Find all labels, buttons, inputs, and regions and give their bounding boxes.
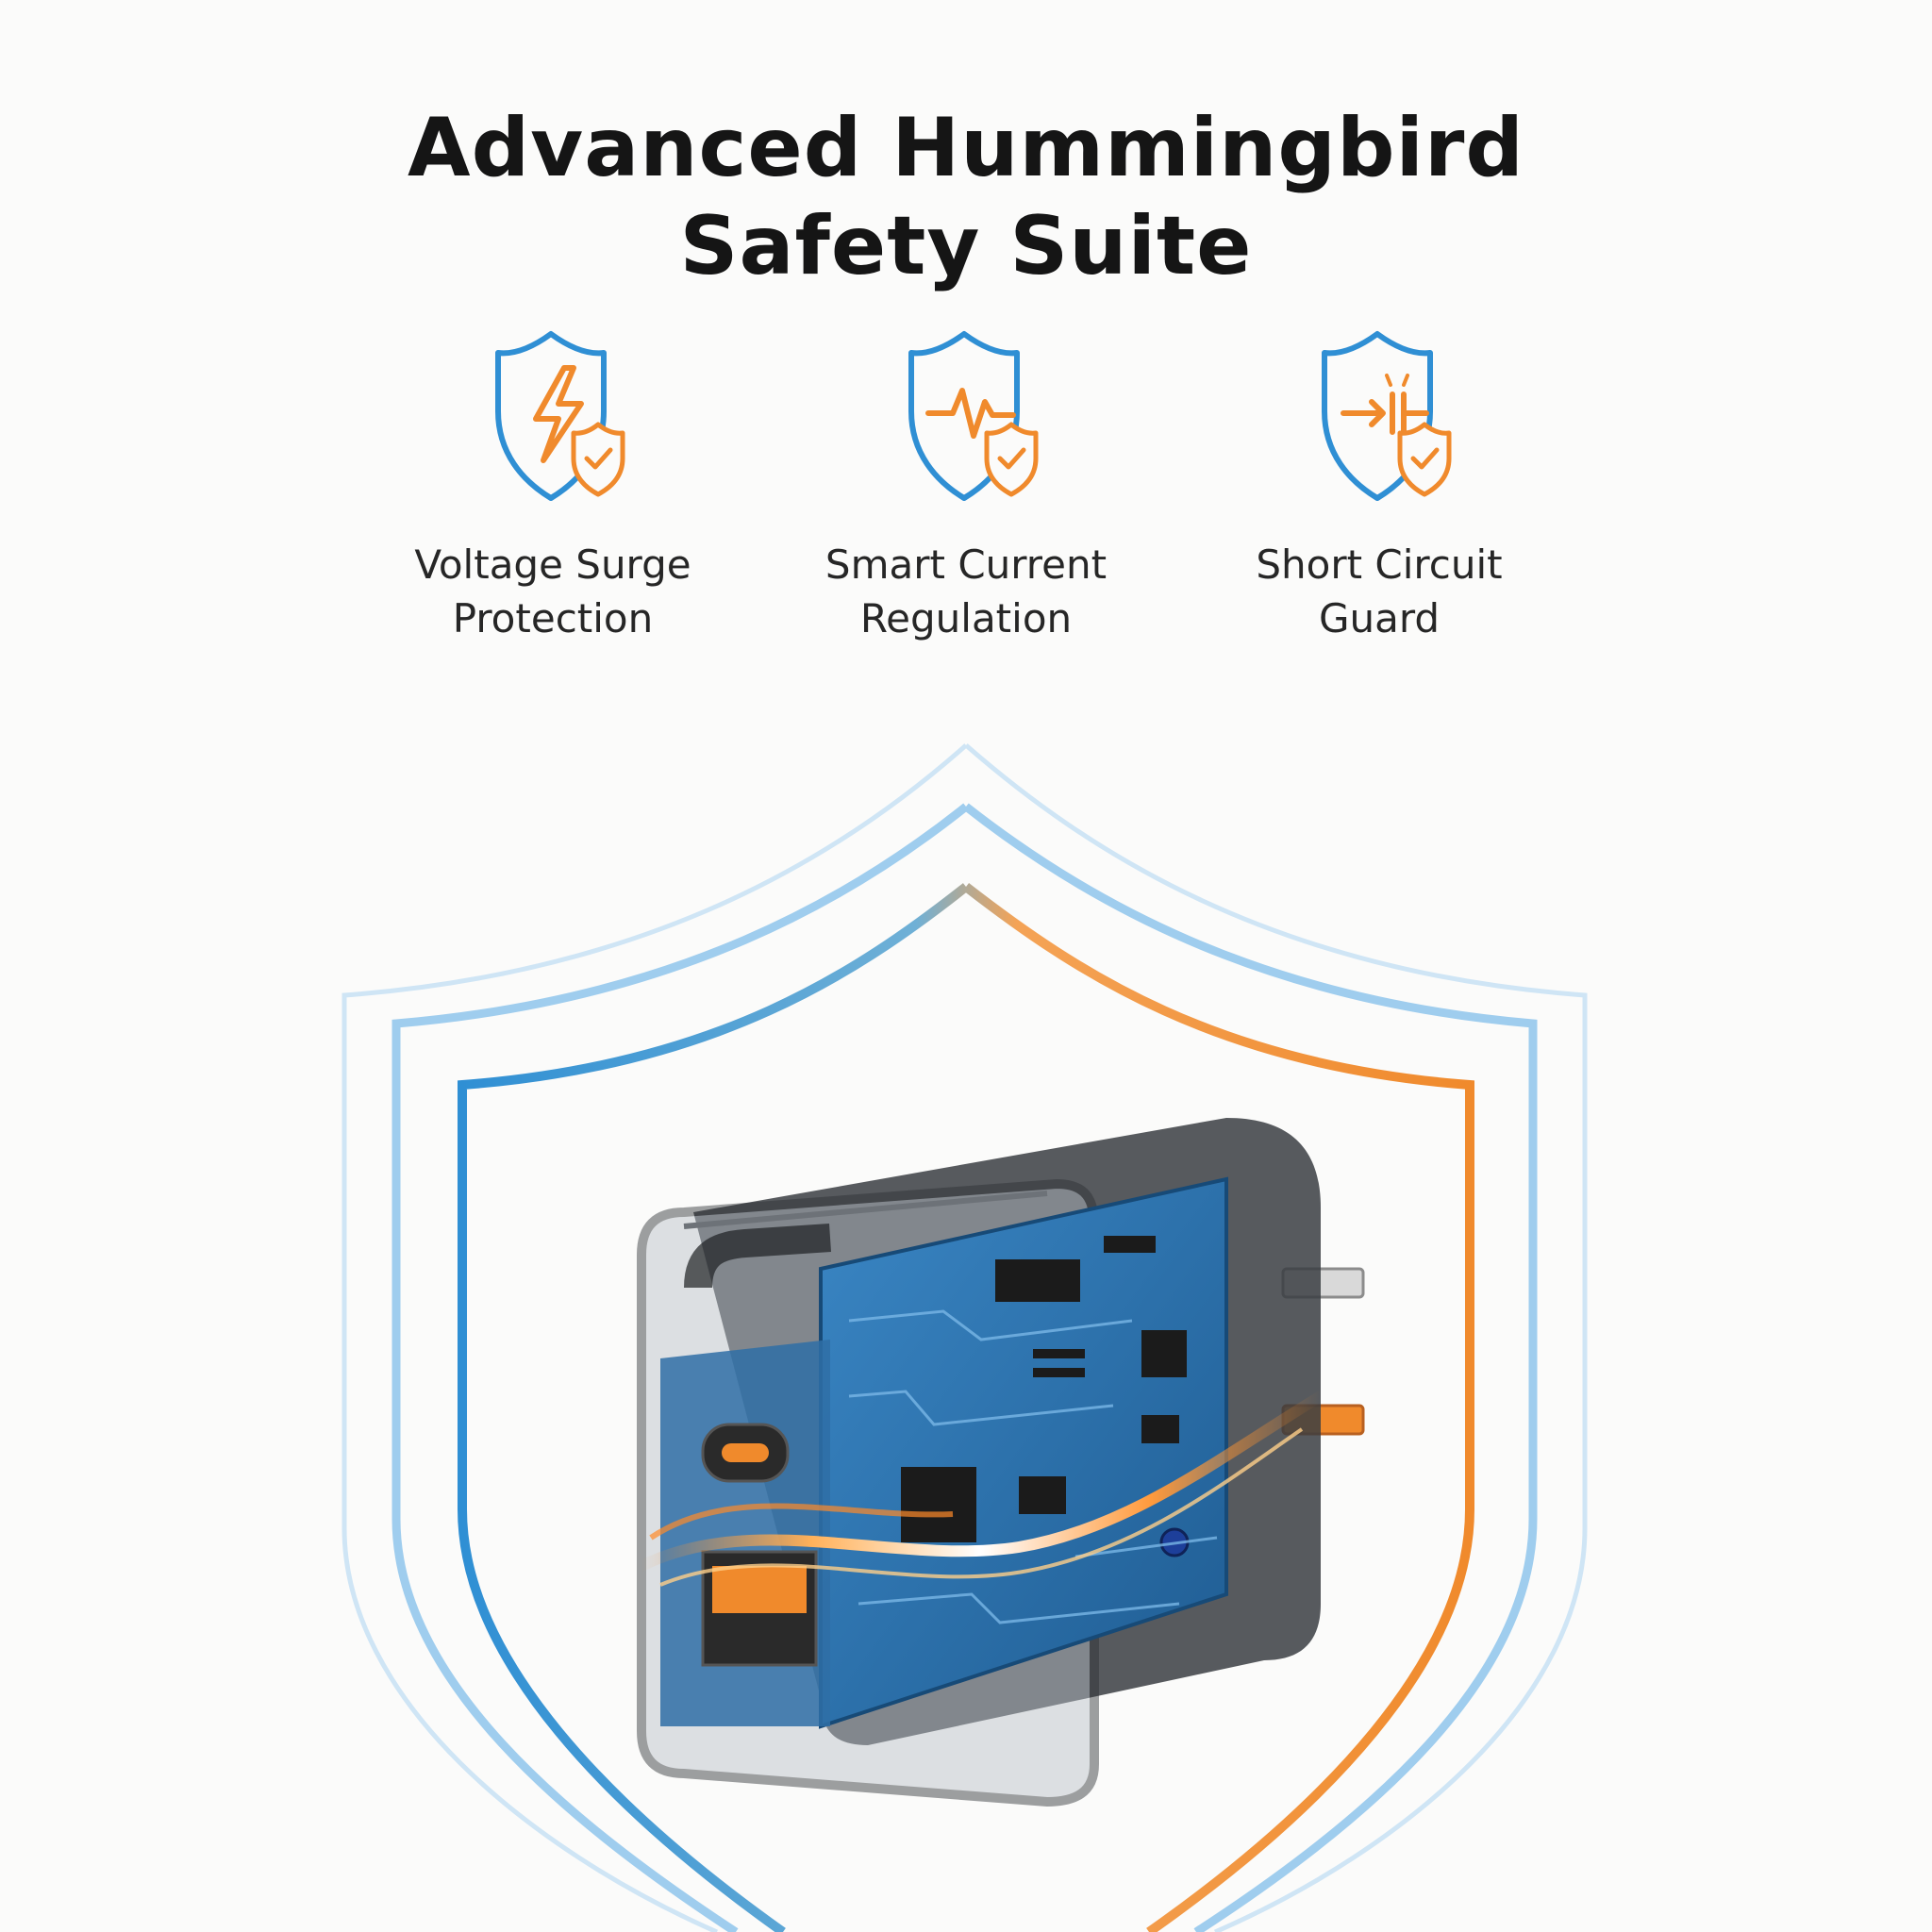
feature-voltage-surge-line-2: Protection (452, 595, 654, 641)
shield-pulse-icon (908, 331, 1039, 501)
feature-short-circuit: Short Circuit Guard (1191, 330, 1568, 645)
feature-smart-current: Smart Current Regulation (777, 330, 1155, 645)
inner-shield-outline (458, 883, 1474, 1932)
feature-smart-current-line-2: Regulation (859, 595, 1073, 641)
shield-circuit-break-icon (1322, 331, 1452, 501)
middle-shield-outline (391, 803, 1538, 1932)
feature-voltage-surge: Voltage Surge Protection (364, 330, 741, 645)
charger-device (637, 1118, 1365, 1807)
feature-short-circuit-line-1: Short Circuit (1256, 541, 1503, 588)
feature-voltage-surge-line-1: Voltage Surge (414, 541, 691, 588)
energy-swoosh (636, 1391, 1326, 1572)
title-line-2: Safety Suite (679, 199, 1253, 293)
feature-voltage-surge-label: Voltage Surge Protection (364, 538, 741, 645)
feature-short-circuit-label: Short Circuit Guard (1191, 538, 1568, 645)
feature-short-circuit-line-2: Guard (1318, 595, 1441, 641)
outer-shield-outline (341, 743, 1588, 1932)
page-title: Advanced Hummingbird Safety Suite (0, 99, 1932, 295)
hero-illustration (341, 743, 1588, 1932)
feature-smart-current-line-1: Smart Current (824, 541, 1108, 588)
feature-smart-current-label: Smart Current Regulation (777, 538, 1155, 645)
shield-lightning-icon (495, 331, 625, 501)
title-line-1: Advanced Hummingbird (408, 101, 1524, 195)
